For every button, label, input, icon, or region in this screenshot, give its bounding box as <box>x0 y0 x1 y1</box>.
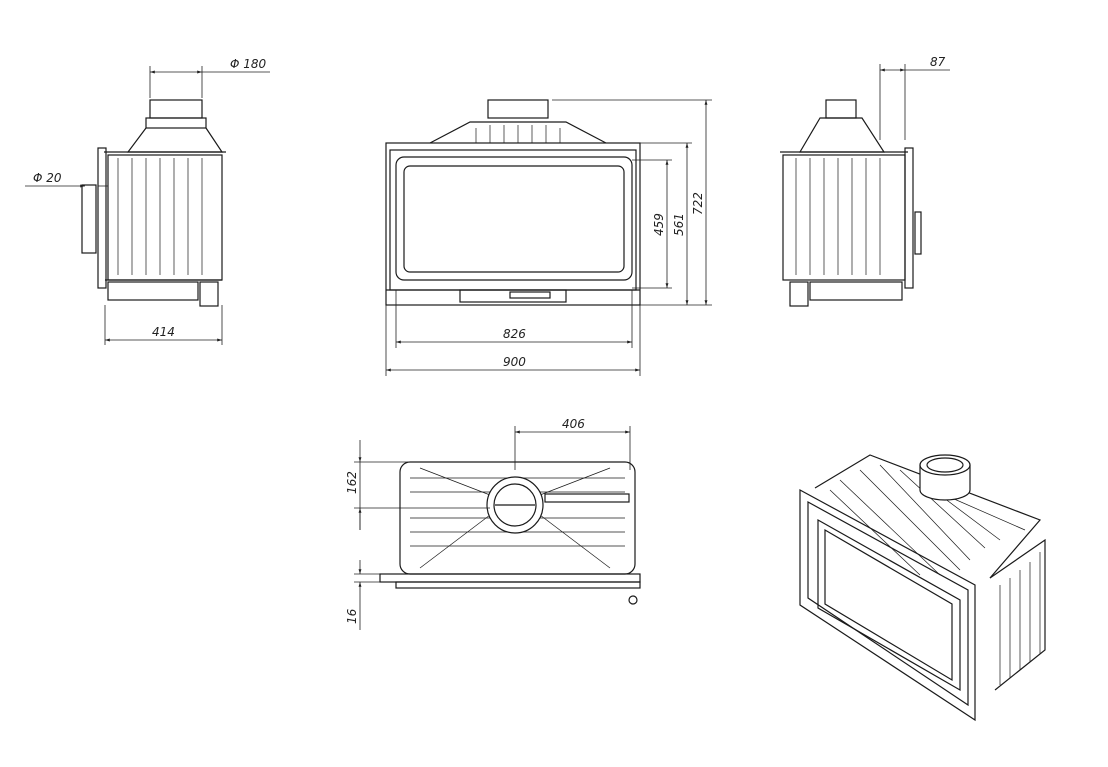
dim-flue-depth: 162 <box>345 471 359 494</box>
front-view: 722 561 459 826 900 <box>385 99 712 376</box>
dim-flue-diameter: Φ 180 <box>230 57 267 71</box>
right-side-view: 87 <box>780 55 950 307</box>
dim-glass-width: 826 <box>503 327 526 341</box>
dim-handle-diameter: Φ 20 <box>33 171 62 185</box>
dim-side-offset: 87 <box>930 55 946 69</box>
dim-flue-offset: 406 <box>562 417 585 431</box>
top-view: 406 162 16 <box>345 417 641 630</box>
dim-glass-height: 459 <box>652 213 666 236</box>
dim-frame-thickness: 16 <box>345 608 359 624</box>
dim-total-height: 722 <box>691 192 705 215</box>
left-side-view: 414 Φ 180 Φ 20 <box>25 57 270 345</box>
dim-total-width: 900 <box>503 355 526 369</box>
dim-front-height: 561 <box>672 213 686 236</box>
dim-side-depth: 414 <box>152 325 175 339</box>
isometric-view <box>799 454 1046 722</box>
